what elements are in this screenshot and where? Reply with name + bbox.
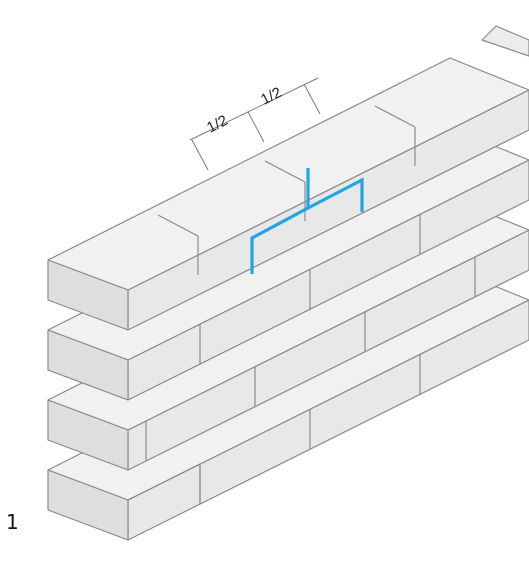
brick-course-1 — [47, 25, 529, 331]
dimension-label-left: 1/2 — [204, 112, 230, 137]
dimension-tick-left — [191, 139, 209, 171]
joint — [157, 214, 199, 237]
course-end — [47, 259, 129, 331]
dimension-baseline — [189, 77, 319, 141]
joint — [264, 160, 306, 183]
bond-overlap-highlight — [250, 168, 364, 274]
back-brick — [481, 25, 529, 57]
dimension-lines — [189, 77, 321, 171]
dimension-tick-right — [303, 83, 321, 115]
joint — [374, 105, 416, 128]
course-end — [47, 469, 129, 541]
dimension-tick-middle — [247, 111, 265, 143]
course-end — [47, 329, 129, 401]
wall — [47, 25, 529, 541]
figure-number: 1 — [6, 510, 19, 534]
course-end — [47, 399, 129, 471]
